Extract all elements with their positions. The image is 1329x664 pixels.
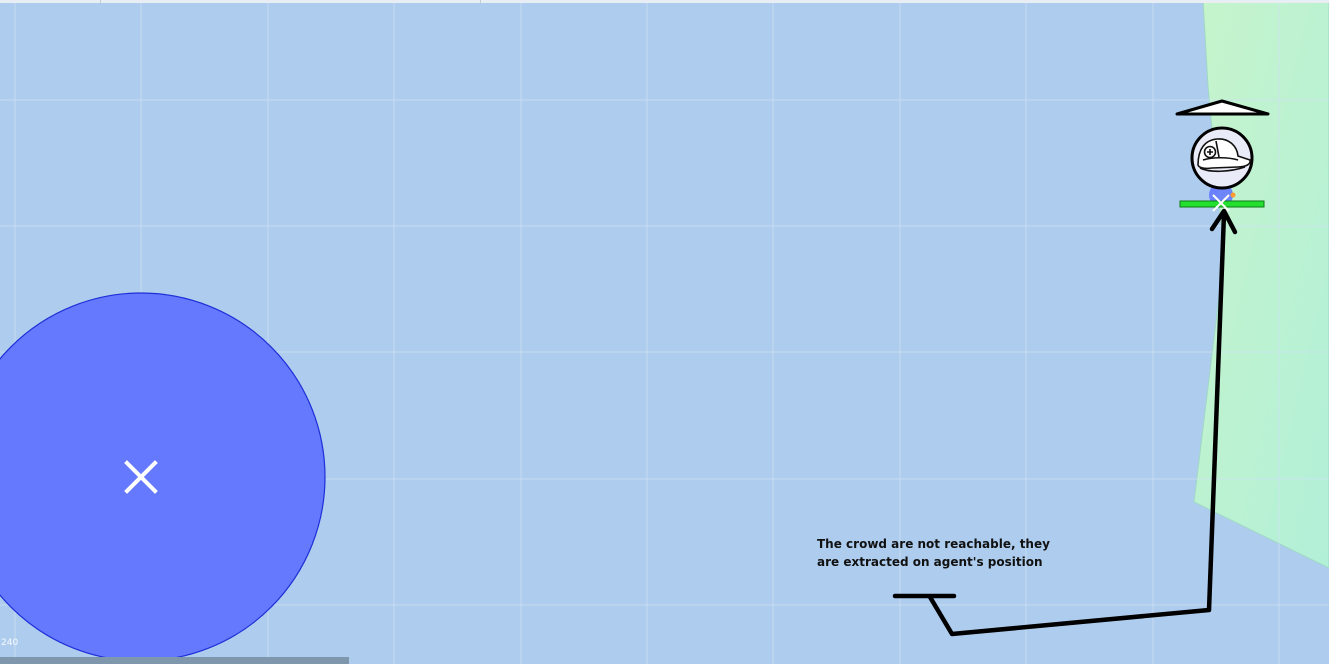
agent-indicator-dot	[1230, 192, 1236, 198]
firefighter-helmet-icon	[1197, 138, 1251, 173]
triangle-heading-icon	[1175, 99, 1270, 116]
annotation-line-2: are extracted on agent's position	[817, 555, 1043, 569]
annotation-line-1: The crowd are not reachable, they	[817, 537, 1050, 551]
annotation-note: The crowd are not reachable, they are ex…	[817, 535, 1057, 571]
agent[interactable]	[1175, 99, 1270, 212]
map-scale-label: 240	[1, 638, 19, 648]
annotation-arrow	[892, 208, 1238, 637]
top-toolbar-strip	[0, 0, 1329, 3]
agent-position-marker	[1212, 194, 1230, 212]
horizontal-scrollbar[interactable]	[0, 657, 349, 664]
x-mark-icon	[124, 460, 158, 494]
